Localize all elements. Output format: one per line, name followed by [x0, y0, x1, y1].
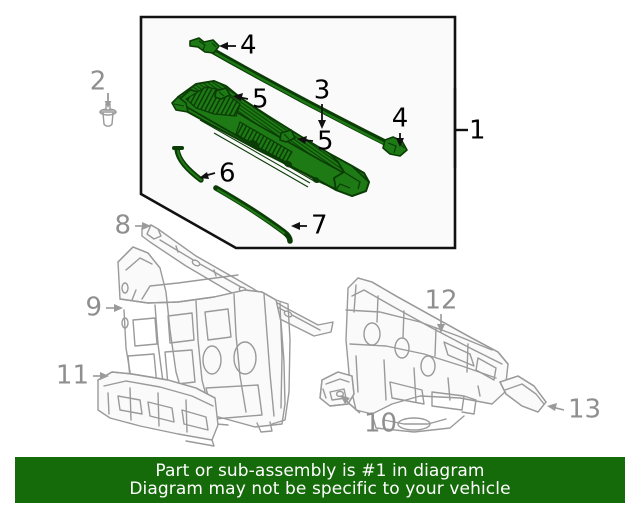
callout-8-label: 8: [114, 211, 131, 241]
callout-13-label: 13: [568, 395, 601, 425]
callout-10-label: 10: [364, 409, 397, 439]
callout-4-right: 4: [392, 104, 409, 147]
part-13-wedge-trim: [499, 375, 547, 413]
callout-6-label: 6: [219, 159, 236, 189]
callout-12-label: 12: [424, 286, 457, 316]
part-3-cowl-seal: [202, 43, 390, 147]
callout-1-label: 1: [469, 116, 486, 146]
notice-line-1: Part or sub-assembly is #1 in diagram: [155, 460, 485, 481]
dash-panel-lineart-group: [97, 103, 547, 447]
callout-3-label: 3: [314, 76, 331, 106]
part-11-lower-insulator: [97, 371, 219, 447]
callout-4-right-label: 4: [392, 104, 409, 134]
part-6-side-seal: [172, 146, 204, 183]
callout-5-lower: 5: [297, 127, 334, 157]
notice-line-2: Diagram may not be specific to your vehi…: [129, 479, 511, 499]
callout-6: 6: [199, 159, 236, 189]
callout-2-label: 2: [90, 67, 107, 97]
callout-7: 7: [291, 211, 328, 241]
part-5-clip-lower: [279, 129, 296, 143]
callout-9: 9: [85, 293, 123, 323]
part-12-dash-insulator: [345, 277, 509, 433]
callout-4-top: 4: [219, 31, 257, 61]
callout-5-lower-label: 5: [317, 127, 334, 157]
notice-banner: Part or sub-assembly is #1 in diagram Di…: [15, 457, 625, 503]
callout-11: 11: [56, 361, 109, 391]
inset-contents: [171, 37, 408, 244]
callout-7-label: 7: [311, 211, 328, 241]
part-10-bracket: [319, 371, 355, 407]
callout-8: 8: [114, 211, 151, 241]
part-2-grommet-clip: [99, 103, 117, 127]
callout-4-top-label: 4: [240, 31, 257, 61]
callout-11-label: 11: [56, 361, 89, 391]
callout-2: 2: [90, 67, 112, 108]
part-1-cowl-top-cover: [171, 80, 370, 197]
callout-5-upper-label: 5: [252, 85, 269, 115]
part-7-lower-seal: [213, 185, 293, 244]
callout-10: 10: [340, 395, 397, 439]
part-5-clip-upper: [214, 87, 231, 100]
callout-5-upper: 5: [233, 85, 269, 115]
callout-1: 1: [453, 88, 486, 168]
callout-9-label: 9: [85, 293, 102, 323]
callout-12: 12: [424, 286, 458, 333]
callout-3: 3: [314, 76, 331, 129]
part-4-end-clip-top: [189, 37, 220, 54]
callout-13: 13: [547, 395, 601, 425]
